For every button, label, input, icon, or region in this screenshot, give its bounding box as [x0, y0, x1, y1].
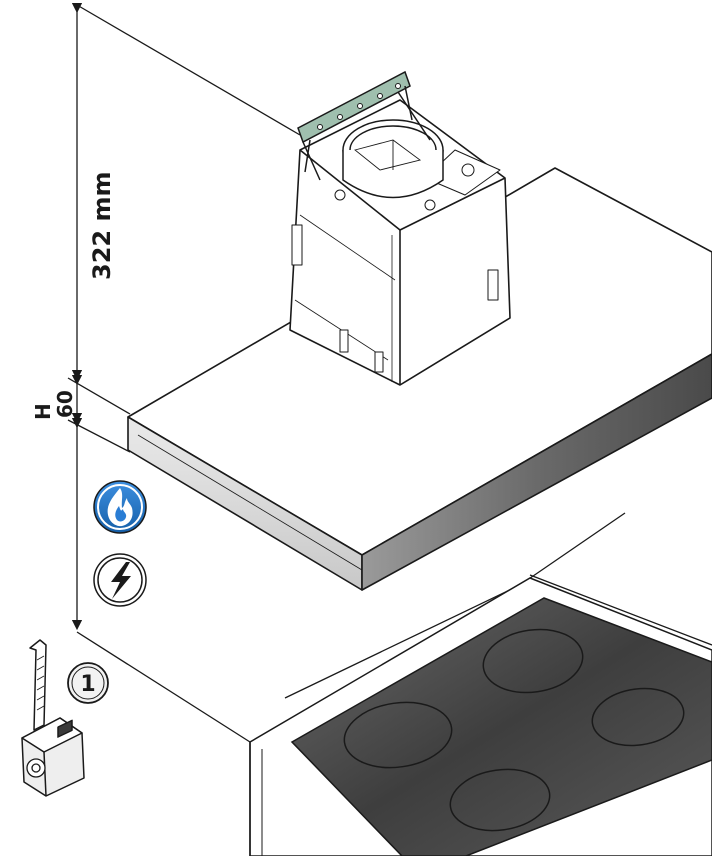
- dim-322mm-label: 322 mm: [88, 172, 116, 280]
- glass-hob: [290, 597, 712, 856]
- burner-back-left: [482, 628, 584, 694]
- dim-extension-hood-top: [67, 377, 131, 415]
- mounting-bracket: [297, 70, 431, 181]
- dim-extension-hood-bottom: [67, 419, 131, 453]
- dim-60-label: 60: [53, 390, 77, 418]
- dimension-lines: [67, 2, 301, 631]
- burner-front-right: [449, 768, 551, 832]
- cooktop: [249, 577, 712, 856]
- burner-front-left: [343, 701, 453, 769]
- gas-flame-icon: [93, 480, 147, 534]
- hob-burners: [343, 628, 685, 832]
- step-callout: 1: [67, 662, 109, 704]
- step-number: 1: [80, 672, 95, 697]
- air-outlet: [342, 119, 444, 199]
- dim-h-label: H: [31, 403, 55, 420]
- dim-extension-top: [76, 4, 301, 136]
- tape-measure-icon: [21, 639, 85, 797]
- room-lines: [76, 512, 712, 743]
- burner-back-right: [591, 687, 685, 747]
- lightning-bolt-icon: [93, 553, 147, 607]
